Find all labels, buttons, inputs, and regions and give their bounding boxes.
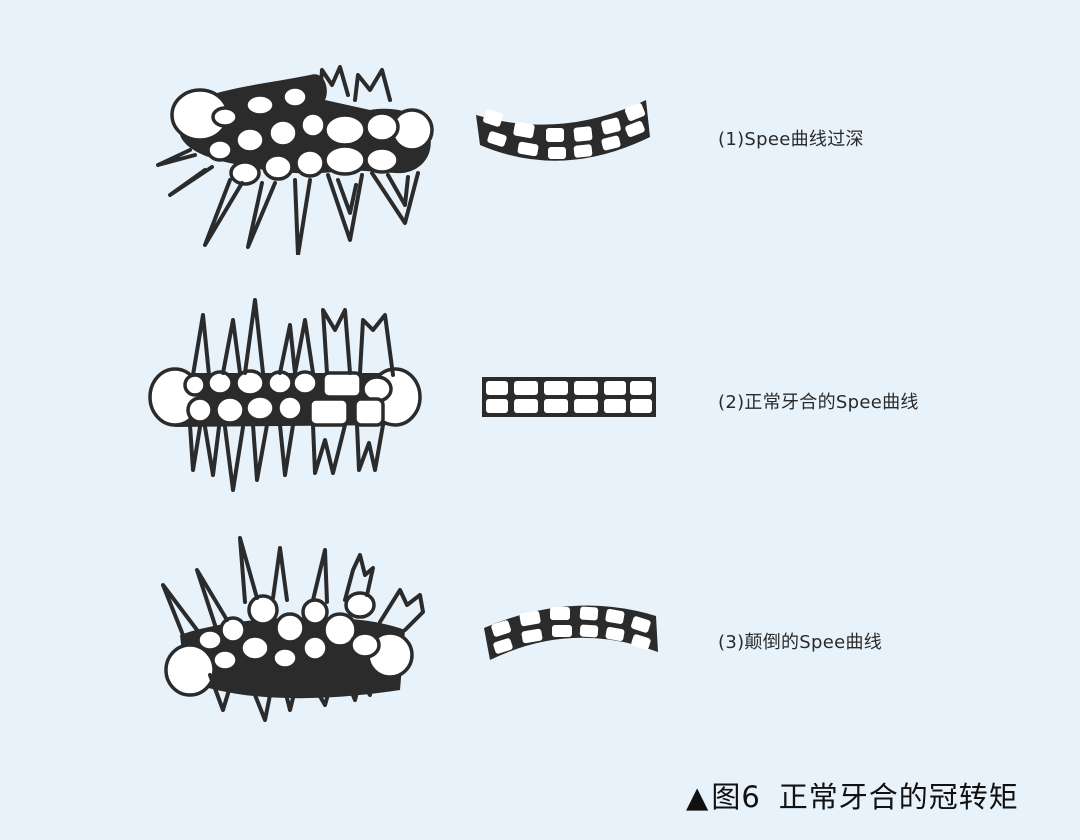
figure-number: 图6: [711, 780, 761, 814]
panel-2-label: (2)正常牙合的Spee曲线: [718, 392, 919, 413]
normal-spee-teeth-illustration: [148, 298, 422, 492]
triangle-marker-icon: ▲: [686, 780, 710, 814]
deep-spee-arch-diagram: [476, 100, 650, 161]
reversed-spee-arch-diagram: [484, 605, 658, 660]
figure-caption: ▲图6 正常牙合的冠转矩: [686, 774, 1019, 816]
figure-title: 正常牙合的冠转矩: [778, 780, 1019, 814]
panel-3-label: (3)颠倒的Spee曲线: [718, 632, 883, 653]
reversed-spee-teeth-illustration: [161, 536, 425, 722]
panel-1-label: (1)Spee曲线过深: [718, 129, 864, 150]
normal-spee-arch-diagram: [482, 377, 656, 417]
deep-spee-teeth-illustration: [156, 65, 434, 255]
